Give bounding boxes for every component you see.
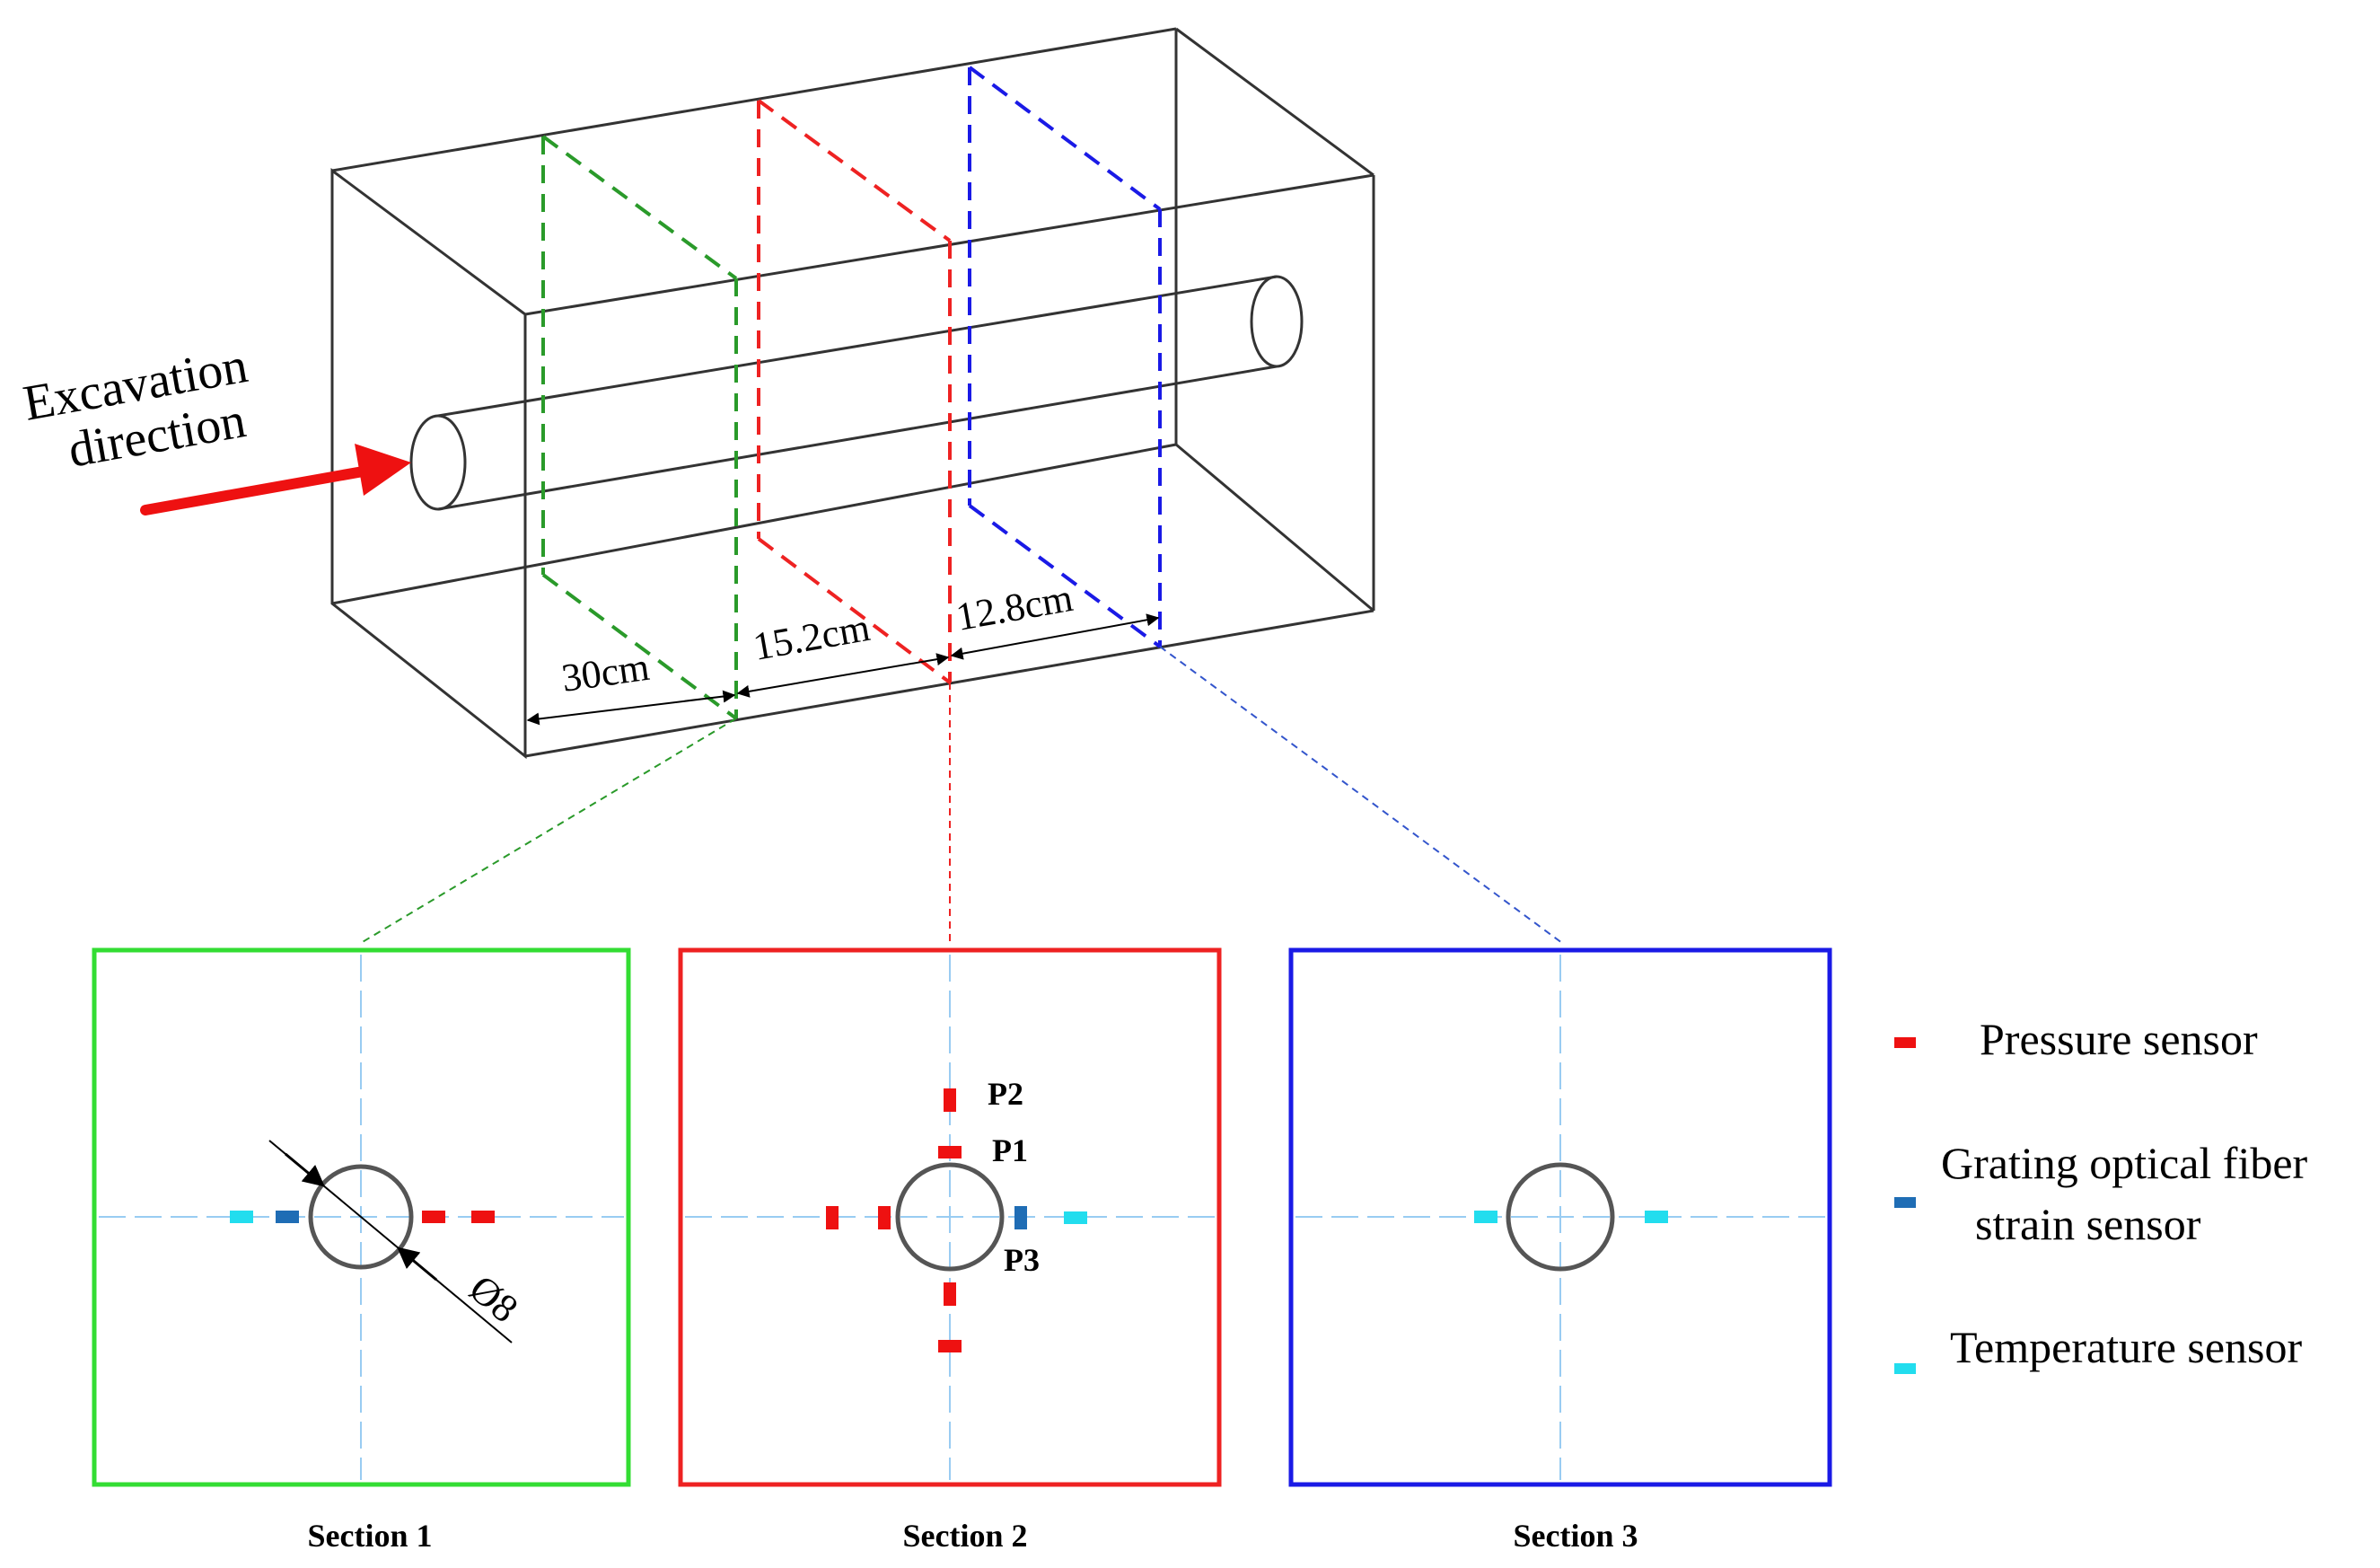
pressure-sensor-icon <box>826 1206 839 1229</box>
pressure-sensor-icon <box>878 1206 891 1229</box>
dimension-15-2cm-line <box>736 653 950 698</box>
connector-section-3 <box>1159 646 1563 944</box>
tunnel-bottom-line <box>437 365 1278 511</box>
point-p3-label: P3 <box>1004 1242 1040 1278</box>
pressure-sensor-icon <box>1894 1037 1916 1048</box>
point-p1-label: P1 <box>992 1132 1028 1168</box>
temperature-sensor-icon <box>1474 1211 1497 1223</box>
strain-sensor-icon <box>1894 1197 1916 1208</box>
block-edge-top-right <box>1175 27 1374 177</box>
block-edge-bottom-back <box>331 443 1177 605</box>
temperature-sensor-icon <box>1064 1211 1087 1224</box>
section-2-tunnel-circle <box>895 1162 1005 1272</box>
pressure-sensor-icon <box>471 1211 495 1223</box>
tunnel-cylinder <box>409 275 1304 511</box>
legend: Pressure sensor Grating optical fiber st… <box>1894 1014 2308 1374</box>
pressure-sensor-icon <box>944 1088 956 1112</box>
connector-section-1 <box>360 718 737 944</box>
section-plane-3 <box>968 66 1162 648</box>
tunnel-top-line <box>437 275 1278 418</box>
excavation-arrow <box>140 444 411 515</box>
dimension-15-2cm-label: 15.2cm <box>750 605 873 669</box>
legend-strain-label-line1: Grating optical fiber <box>1941 1138 2308 1188</box>
dimension-lines <box>526 613 1160 726</box>
pressure-sensor-icon <box>422 1211 445 1223</box>
pressure-sensor-icon <box>938 1340 962 1352</box>
dimension-12-8cm-line <box>950 613 1160 660</box>
section-1-panel: Ø8 Section 1 <box>92 947 631 1554</box>
strain-sensor-icon <box>1014 1206 1027 1229</box>
section-3-label: Section 3 <box>1514 1518 1638 1554</box>
legend-temperature-label: Temperature sensor <box>1950 1322 2303 1372</box>
section-1-label: Section 1 <box>308 1518 433 1554</box>
diameter-label: Ø8 <box>461 1266 527 1331</box>
dimension-30cm-line <box>526 690 736 726</box>
pressure-sensor-icon <box>938 1146 962 1158</box>
temperature-sensor-icon <box>230 1211 253 1223</box>
block-edge-top-back <box>331 27 1177 172</box>
temperature-sensor-icon <box>1894 1363 1916 1374</box>
section-3-tunnel-circle <box>1506 1162 1615 1272</box>
section-2-panel: P2 P1 P3 Section 2 <box>678 947 1222 1554</box>
temperature-sensor-icon <box>1645 1211 1668 1223</box>
dimension-12-8cm-label: 12.8cm <box>953 576 1076 639</box>
section-1-tunnel-circle <box>308 1164 414 1270</box>
pressure-sensor-icon <box>944 1282 956 1306</box>
tunnel-end <box>1250 275 1304 368</box>
dimension-30cm-label: 30cm <box>559 645 653 700</box>
point-p2-label: P2 <box>988 1076 1023 1112</box>
tunnel-entrance <box>409 414 467 511</box>
section-2-label: Section 2 <box>903 1518 1028 1554</box>
section-plane-1 <box>541 135 738 720</box>
strain-sensor-icon <box>276 1211 299 1223</box>
legend-strain-label-line2: strain sensor <box>1975 1199 2201 1249</box>
section-3-panel: Section 3 <box>1288 947 1832 1554</box>
block-edge-bottom-right <box>1175 443 1374 612</box>
legend-pressure-label: Pressure sensor <box>1980 1014 2258 1064</box>
section-plane-2 <box>757 99 952 684</box>
